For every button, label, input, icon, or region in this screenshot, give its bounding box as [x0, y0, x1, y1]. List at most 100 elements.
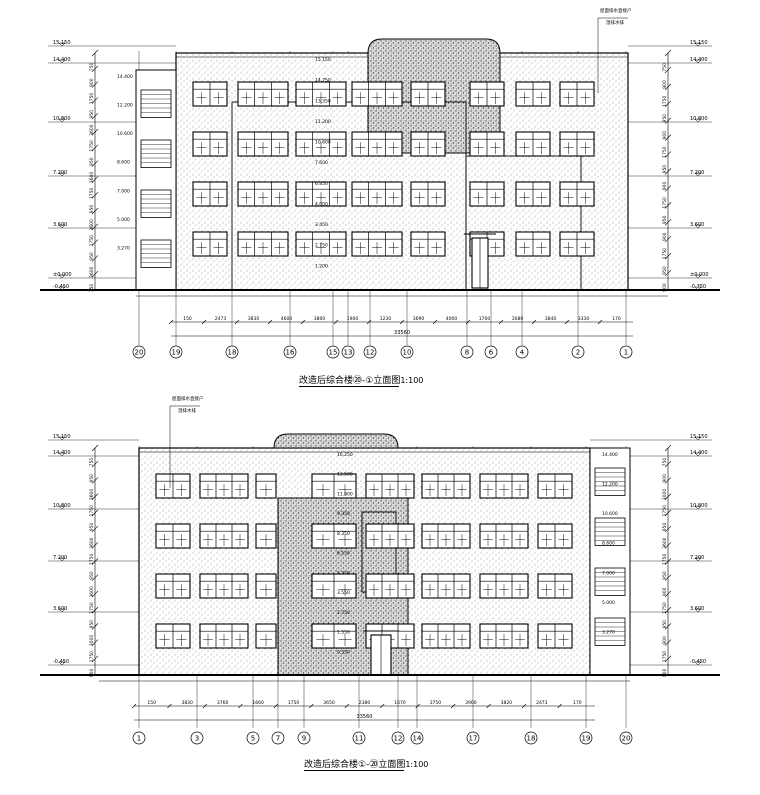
- dimension-value: 950: [89, 110, 95, 119]
- axis-bubble: [391, 731, 405, 745]
- dimension-value: 1900: [347, 316, 359, 322]
- dimension-value: 150: [147, 700, 156, 706]
- drawing-1-title: 改造后综合楼⑳-①立面图: [299, 376, 401, 386]
- level-marker: [694, 224, 702, 229]
- inner-level-label: 14.400: [117, 74, 133, 80]
- dimension-value: 1750: [89, 140, 95, 152]
- dimension-value: 3330: [578, 316, 590, 322]
- axis-bubble: [246, 731, 260, 745]
- dimension-tick: [91, 444, 99, 452]
- dimension-value: 1670: [394, 700, 406, 706]
- dimension-tick: [309, 703, 314, 709]
- dimension-tick: [664, 269, 672, 277]
- axis-bubble: [297, 731, 311, 745]
- level-marker: [58, 118, 66, 123]
- dimension-tick: [380, 703, 385, 709]
- dimension-value: 900: [662, 232, 668, 241]
- inner-level-label: 5.000: [117, 217, 130, 223]
- axis-label: 2: [576, 349, 580, 357]
- axis-label: 17: [469, 735, 478, 743]
- dimension-value: 3600: [89, 537, 95, 549]
- dimension-value: 900: [662, 668, 668, 677]
- axis-bubble: [225, 345, 239, 359]
- axis-bubble: [132, 731, 146, 745]
- axis-label: 18: [527, 735, 536, 743]
- dimension-tick: [91, 525, 99, 533]
- level-marker: [58, 224, 66, 229]
- elevation-label: 9.350: [337, 511, 350, 517]
- level-marker: [694, 661, 702, 666]
- elevation-label: 1.200: [315, 263, 328, 269]
- drawing-1-caption-underline: [299, 386, 399, 387]
- level-marker: [58, 59, 66, 64]
- axis-label: 16: [286, 349, 295, 357]
- level-marker: [58, 557, 66, 562]
- dimension-value: 3760: [217, 700, 229, 706]
- level-marker: [694, 557, 702, 562]
- dimension-value: 750: [89, 284, 95, 293]
- dimension-value: 1660: [252, 700, 264, 706]
- stair-window: [140, 89, 172, 118]
- dimension-tick: [91, 606, 99, 614]
- dimension-tick: [664, 134, 672, 141]
- dimension-value: 950: [89, 523, 95, 532]
- elevation-label: 13.500: [337, 472, 353, 478]
- axis-label: 18: [228, 349, 237, 357]
- dimension-value: 3830: [181, 700, 193, 706]
- dimension-tick: [91, 558, 99, 565]
- dimension-value: 1750: [89, 505, 95, 517]
- dimension-tick: [664, 444, 672, 452]
- axis-bubble: [571, 345, 585, 359]
- dimension-tick: [91, 255, 99, 262]
- dimension-value: 1750: [89, 554, 95, 566]
- axis-label: 9: [302, 735, 306, 743]
- dimension-value: 900: [662, 636, 668, 645]
- dimension-tick: [415, 703, 420, 709]
- dimension-value: 1750: [662, 602, 668, 614]
- dimension-tick: [664, 477, 672, 484]
- axis-label: 20: [622, 735, 631, 743]
- dimension-tick: [167, 703, 172, 709]
- dimension-tick: [201, 319, 207, 325]
- elevation-label: 1.550: [337, 630, 350, 636]
- dimension-tick: [557, 703, 562, 709]
- axis-bubble: [619, 345, 633, 359]
- dimension-value: 750: [89, 458, 95, 467]
- dimension-tick: [91, 176, 99, 183]
- dimension-tick: [91, 509, 99, 517]
- dimension-value: 1750: [662, 146, 668, 158]
- dimension-tick: [664, 509, 672, 517]
- dimension-tick: [273, 703, 279, 709]
- axis-label: 14: [413, 735, 422, 743]
- axis-bubble: [484, 345, 498, 359]
- axis-label: 12: [394, 735, 403, 743]
- dimension-tick: [664, 493, 672, 500]
- dimension-value: 1750: [662, 248, 668, 260]
- dimension-value: 950: [662, 523, 668, 532]
- drawing-2-caption: 改造后综合楼①-⑳立面图1:100: [304, 757, 428, 770]
- dimension-tick: [531, 319, 537, 325]
- axis-bubble: [524, 731, 538, 745]
- inner-level-label: 7.000: [602, 570, 615, 576]
- axis-label: 15: [329, 349, 338, 357]
- elevation-label: 16.250: [337, 452, 353, 458]
- dimension-tick: [664, 185, 672, 192]
- elevation-label: 2.750: [337, 610, 350, 616]
- dimension-value: 3900: [465, 700, 477, 706]
- dimension-value: 900: [662, 283, 668, 292]
- dimension-tick: [498, 319, 504, 325]
- inner-level-label: 8.600: [117, 160, 130, 166]
- dimension-tick: [168, 319, 174, 325]
- dimension-tick: [91, 65, 99, 73]
- axis-label: 1: [624, 349, 628, 357]
- elevation-label: 0.350: [337, 649, 350, 655]
- dimension-value: 1750: [288, 700, 300, 706]
- dimension-tick: [664, 655, 672, 662]
- dimension-tick: [664, 558, 672, 565]
- dimension-value: 2473: [536, 700, 548, 706]
- dimension-value: 900: [662, 182, 668, 191]
- dimension-value: 950: [89, 571, 95, 580]
- level-marker: [694, 452, 702, 457]
